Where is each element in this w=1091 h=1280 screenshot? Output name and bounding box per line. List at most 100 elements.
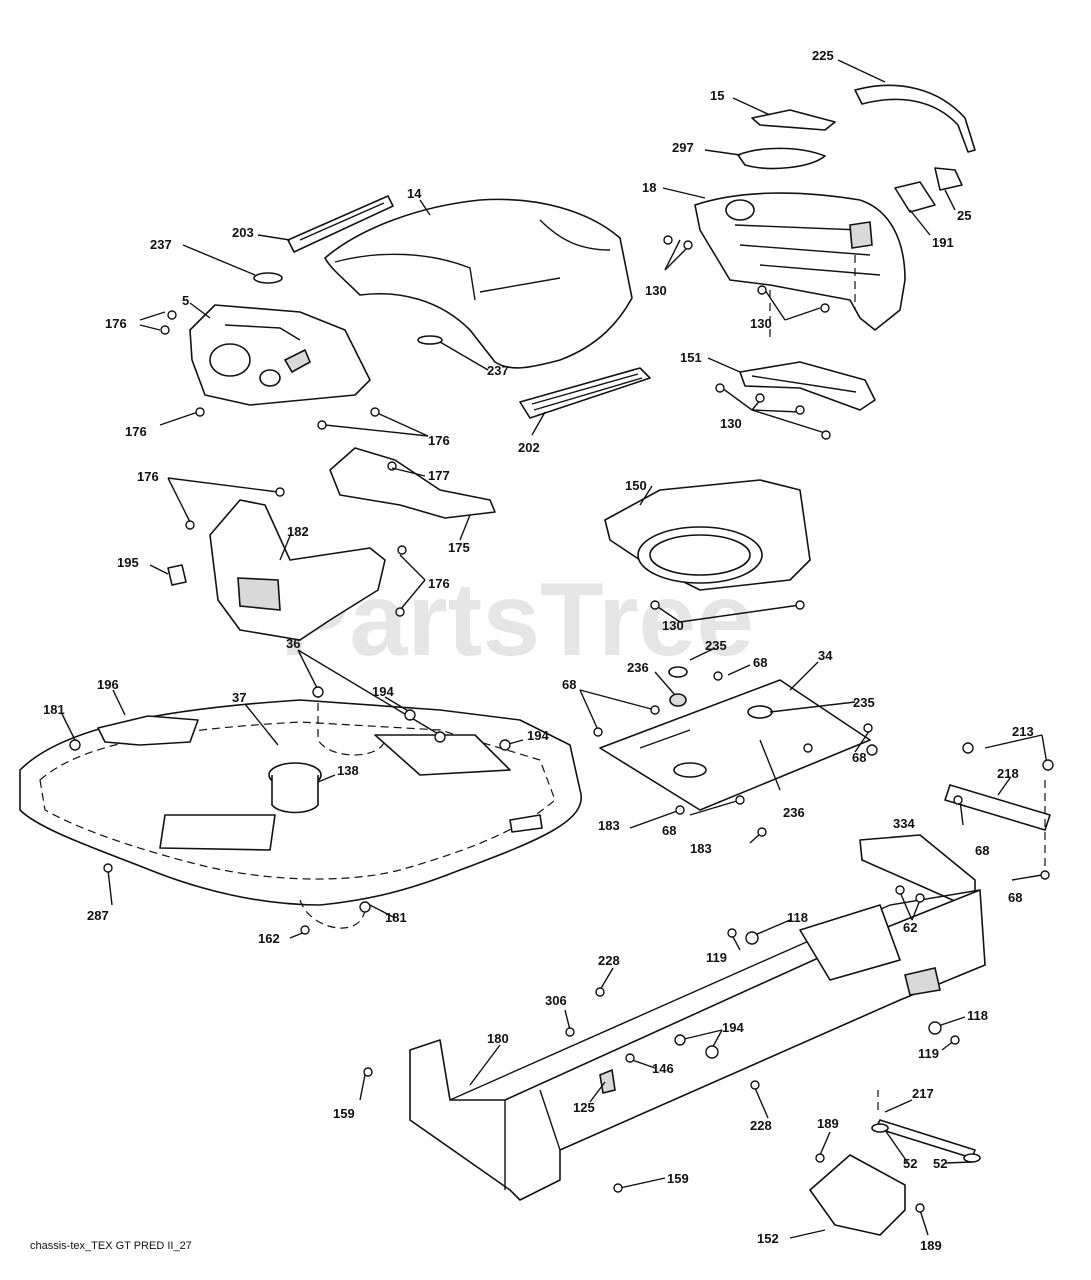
callout-180: 180 [487, 1031, 509, 1046]
callout-68-a: 68 [753, 655, 767, 670]
bezel-15 [751, 109, 836, 131]
callout-62: 62 [903, 920, 917, 935]
callout-176-b: 176 [125, 424, 147, 439]
callout-236-b: 236 [783, 805, 805, 820]
decal-237-side [417, 335, 443, 345]
grille-18 [694, 192, 906, 331]
callout-68-c: 68 [852, 750, 866, 765]
callout-235-b: 235 [853, 695, 875, 710]
callout-15: 15 [710, 88, 724, 103]
fasteners [69, 235, 1054, 1213]
callout-235-a: 235 [705, 638, 727, 653]
callout-217: 217 [912, 1086, 934, 1101]
bar-217 [871, 1119, 981, 1163]
callout-68-f: 68 [1008, 890, 1022, 905]
skid-plate-152 [809, 1154, 906, 1236]
insert-297 [737, 147, 826, 170]
callout-152: 152 [757, 1231, 779, 1246]
callout-138: 138 [337, 763, 359, 778]
callout-194-b: 194 [527, 728, 549, 743]
bar-218 [944, 784, 1051, 831]
dash-console-5 [189, 304, 371, 406]
pedal-cover-196 [97, 715, 199, 746]
callout-119-b: 119 [918, 1046, 939, 1061]
callout-18: 18 [642, 180, 656, 195]
hood-trim-203 [287, 195, 394, 253]
leader-lines [61, 59, 1049, 1239]
callout-287: 287 [87, 908, 109, 923]
callout-183-a: 183 [598, 818, 620, 833]
callout-52-b: 52 [933, 1156, 947, 1171]
callout-130-b: 130 [750, 316, 772, 331]
callout-118-b: 118 [967, 1008, 988, 1023]
callout-181-a: 181 [43, 702, 65, 717]
callout-68-d: 68 [662, 823, 676, 838]
callout-228-a: 228 [598, 953, 620, 968]
side-vent-202 [519, 367, 651, 419]
callout-189-b: 189 [920, 1238, 942, 1253]
callout-194-a: 194 [372, 684, 394, 699]
callout-194-c: 194 [722, 1020, 744, 1035]
callout-119-a: 119 [706, 950, 727, 965]
callout-189-a: 189 [817, 1116, 839, 1131]
callout-196: 196 [97, 677, 119, 692]
floor-pan-37 [19, 699, 583, 906]
callout-130-a: 130 [645, 283, 667, 298]
callout-228-b: 228 [750, 1118, 772, 1133]
callout-5: 5 [182, 293, 189, 308]
decal-237-top [253, 272, 283, 284]
plate-34 [599, 679, 871, 811]
bushing-236-a [669, 693, 687, 707]
hood-part [324, 198, 633, 369]
callout-182: 182 [287, 524, 309, 539]
callout-159-b: 159 [667, 1171, 689, 1186]
callout-162: 162 [258, 931, 280, 946]
callout-181-b: 181 [385, 910, 407, 925]
callout-176-c: 176 [428, 433, 450, 448]
callout-176-f: 176 [428, 576, 450, 591]
callout-202: 202 [518, 440, 540, 455]
callout-195: 195 [117, 555, 139, 570]
callout-225: 225 [812, 48, 834, 63]
callout-36: 36 [286, 636, 300, 651]
callout-218: 218 [997, 766, 1019, 781]
callout-34: 34 [818, 648, 833, 663]
callout-297: 297 [672, 140, 694, 155]
callout-176-d: 176 [137, 469, 159, 484]
bumper-225 [854, 84, 976, 153]
callout-191: 191 [932, 235, 954, 250]
callout-68-e: 68 [975, 843, 989, 858]
callout-175: 175 [448, 540, 470, 555]
callout-25: 25 [957, 208, 971, 223]
callout-52-a: 52 [903, 1156, 917, 1171]
bracket-175 [329, 447, 496, 519]
callout-14: 14 [407, 186, 422, 201]
callout-37: 37 [232, 690, 246, 705]
diagram-caption: chassis-tex_TEX GT PRED II_27 [30, 1240, 192, 1252]
callout-130-c: 130 [720, 416, 742, 431]
bushing-235-a [668, 666, 688, 678]
callout-237-top: 237 [150, 237, 172, 252]
callout-118-a: 118 [787, 910, 808, 925]
callout-237-side: 237 [487, 363, 509, 378]
callout-159-a: 159 [333, 1106, 355, 1121]
part-25 [934, 167, 963, 191]
part-195 [167, 564, 187, 586]
callout-183-b: 183 [690, 841, 712, 856]
callout-236-a: 236 [627, 660, 649, 675]
lower-console-182 [209, 499, 386, 641]
callout-150: 150 [625, 478, 647, 493]
callout-125: 125 [573, 1100, 595, 1115]
callout-334: 334 [893, 816, 915, 831]
callout-203: 203 [232, 225, 254, 240]
callout-176-a: 176 [105, 316, 127, 331]
chassis-frame-180 [409, 889, 986, 1201]
callout-130-d: 130 [662, 618, 684, 633]
shroud-150 [604, 479, 811, 591]
callout-151: 151 [680, 350, 702, 365]
callout-labels: 225 15 297 18 25 191 14 203 237 5 176 17… [43, 48, 1034, 1253]
callout-213: 213 [1012, 724, 1034, 739]
callout-306: 306 [545, 993, 567, 1008]
callout-68-b: 68 [562, 677, 576, 692]
